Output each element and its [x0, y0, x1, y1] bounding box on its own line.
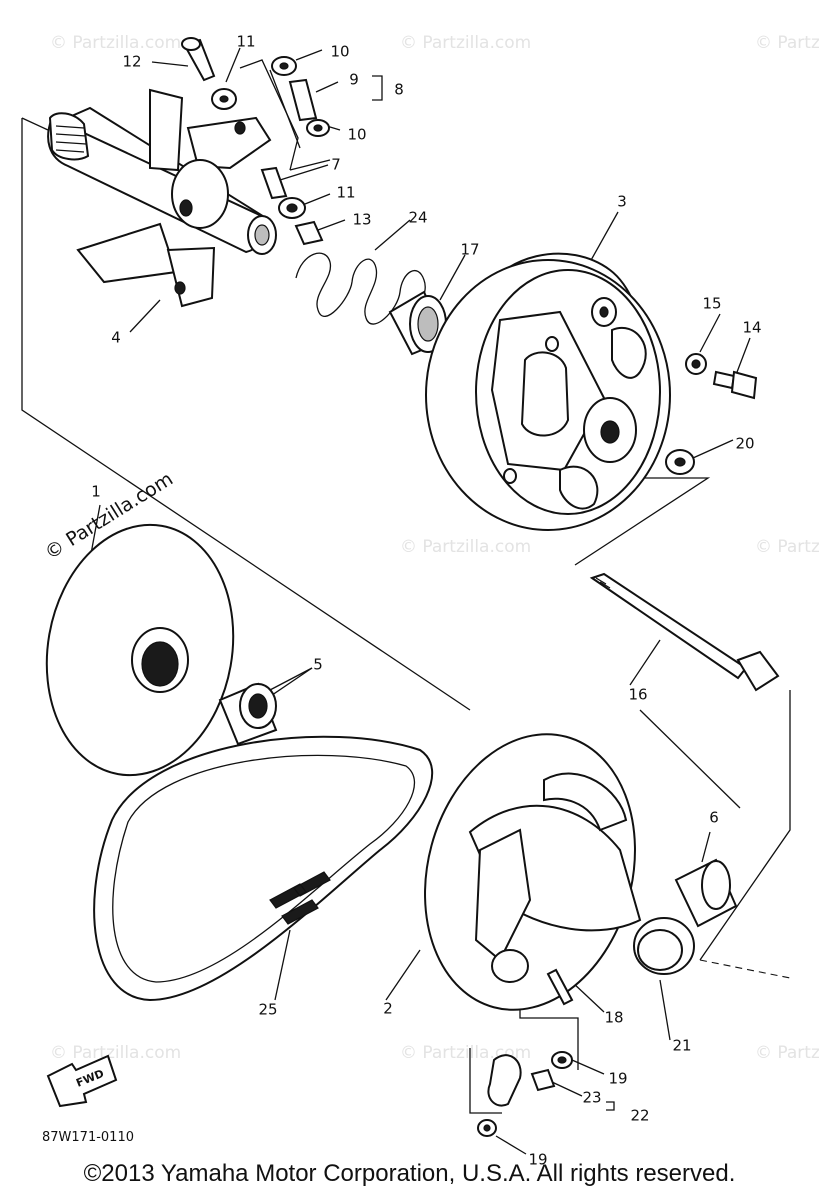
part-number-label: 9	[349, 71, 359, 89]
watermark: © Partzilla.com	[755, 537, 819, 557]
part-number-label: 15	[702, 295, 721, 313]
part-number-label: 22	[630, 1107, 649, 1125]
part-17-sleeve	[388, 290, 448, 356]
part-number-label: 11	[236, 33, 255, 51]
part-number-label: 21	[672, 1037, 691, 1055]
part-number-label: 17	[460, 241, 479, 259]
part-25-belt	[93, 735, 434, 1002]
watermark: © Partzilla.com	[50, 33, 181, 53]
part-number-label: 19	[608, 1070, 627, 1088]
part-number-label: 3	[617, 193, 627, 211]
watermark: © Partzilla.com	[755, 33, 819, 53]
hardware-right	[665, 353, 758, 475]
part-number-label: 11	[336, 184, 355, 202]
part-number-label: 7	[331, 156, 341, 174]
part-4-spider-shaft	[47, 88, 277, 308]
part-number-label: 1	[91, 483, 101, 501]
part-number-label: 24	[408, 209, 427, 227]
part-number-label: 10	[330, 43, 349, 61]
part-number-label: 10	[347, 126, 366, 144]
part-number-label: 18	[604, 1009, 623, 1027]
part-number-label: 20	[735, 435, 754, 453]
part-number-label: 13	[352, 211, 371, 229]
hardware-lower	[477, 968, 574, 1137]
part-1-sheave	[45, 523, 235, 777]
part-number-label: 16	[628, 686, 647, 704]
part-2-housing	[424, 733, 642, 1011]
part-3-housing	[425, 252, 671, 531]
part-number-label: 14	[742, 319, 761, 337]
part-number-label: 2	[383, 1000, 393, 1018]
part-6-sleeve	[674, 858, 738, 928]
part-number-label: 12	[122, 53, 141, 71]
part-16-bolt	[589, 572, 780, 692]
part-number-label: 8	[394, 81, 404, 99]
watermark: © Partzilla.com	[755, 1043, 819, 1063]
part-number-label: 23	[582, 1089, 601, 1107]
watermarks: © Partzilla.com © Partzilla.com © Partzi…	[50, 33, 819, 1063]
fwd-arrow-icon: FWD	[46, 1054, 118, 1108]
part-24-spring	[295, 252, 426, 331]
watermark: © Partzilla.com	[400, 537, 531, 557]
part-number-label: 6	[709, 809, 719, 827]
drawing-code: 87W171-0110	[42, 1130, 134, 1145]
watermark: © Partzilla.com	[50, 1043, 181, 1063]
part-number-label: 5	[313, 656, 323, 674]
assembly-boundaries	[21, 59, 791, 1114]
part-number-label: 25	[258, 1001, 277, 1019]
copyright-notice: ©2013 Yamaha Motor Corporation, U.S.A. A…	[83, 1160, 736, 1187]
part-5-bushing	[218, 682, 278, 746]
hardware-upper	[181, 37, 330, 246]
part-number-label: 19	[528, 1151, 547, 1169]
part-labels: 1234567891010111112131415161718191920212…	[91, 33, 761, 1169]
part-21-ring	[633, 917, 695, 975]
watermark: © Partzilla.com	[400, 33, 531, 53]
part-number-label: 4	[111, 329, 121, 347]
